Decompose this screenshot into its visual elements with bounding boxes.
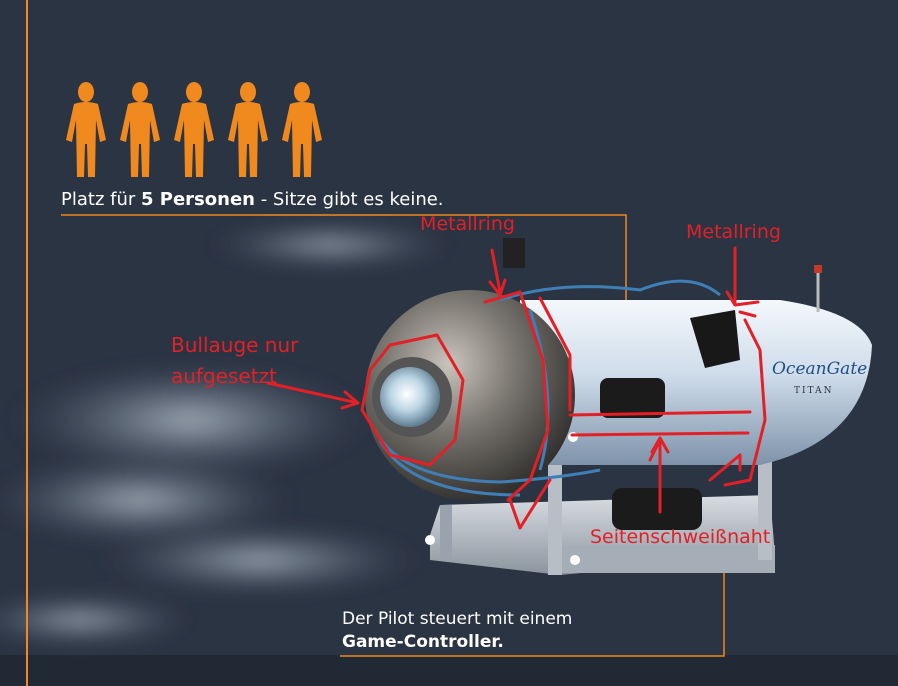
annotation-seitenschweissnaht: Seitenschweißnaht bbox=[590, 526, 770, 548]
capacity-text: Platz für 5 Personen - Sitze gibt es kei… bbox=[61, 189, 444, 210]
sub-hull bbox=[520, 300, 872, 465]
sub-light bbox=[570, 555, 580, 565]
antenna-light bbox=[814, 265, 822, 273]
annotation-metallring-left: Metallring bbox=[420, 213, 515, 235]
oceangate-logo: OceanGate bbox=[772, 359, 867, 379]
viewport-window bbox=[380, 367, 440, 427]
titan-label: TITAN bbox=[794, 386, 833, 396]
submarine-titan: OceanGate TITAN bbox=[365, 238, 872, 575]
person-silhouette-icon bbox=[228, 82, 268, 177]
person-silhouette-icon bbox=[174, 82, 214, 177]
seafloor bbox=[0, 655, 898, 686]
titanium-endcap bbox=[365, 290, 575, 500]
thrusters bbox=[503, 238, 740, 530]
annotation-bullauge-line2: aufgesetzt bbox=[171, 364, 277, 388]
person-silhouette-icon bbox=[120, 82, 160, 177]
pilot-text-line2: Game-Controller. bbox=[342, 632, 504, 652]
person-silhouette-icon bbox=[66, 82, 106, 177]
person-silhouette-icon bbox=[282, 82, 322, 177]
pilot-callout-line bbox=[340, 555, 725, 657]
annotation-metallring-right: Metallring bbox=[686, 221, 781, 243]
red-annotation-marks bbox=[266, 246, 767, 530]
sub-light bbox=[425, 535, 435, 545]
light-haze bbox=[0, 223, 460, 645]
person-icons bbox=[66, 82, 322, 177]
pilot-text-line1: Der Pilot steuert mit einem bbox=[342, 609, 572, 629]
annotation-bullauge-line1: Bullauge nur bbox=[171, 333, 299, 357]
